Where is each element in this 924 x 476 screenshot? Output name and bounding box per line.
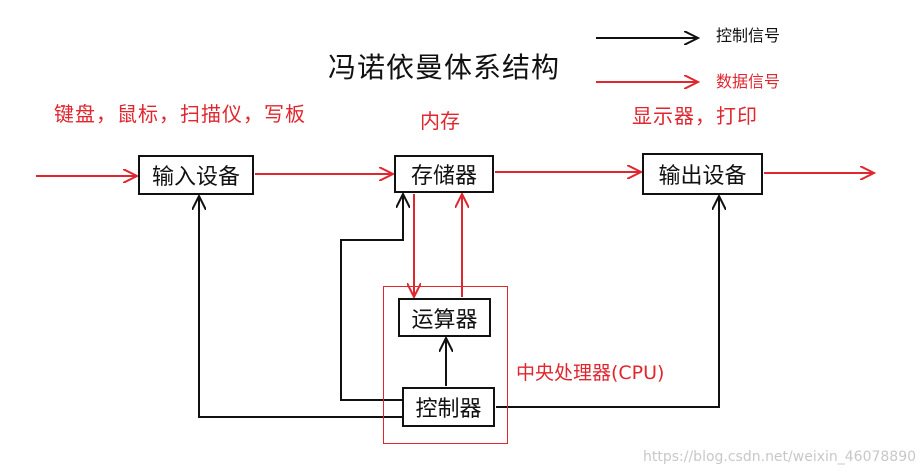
control-unit-node: 控制器 [402,387,495,427]
legend-control-label: 控制信号 [716,26,781,45]
output-device-node: 输出设备 [642,153,763,195]
memory-annotation: 内存 [420,109,460,133]
legend-data-label: 数据信号 [716,72,781,91]
input-devices-annotation: 键盘，鼠标，扫描仪，写板 [54,102,306,126]
alu-node: 运算器 [398,298,491,337]
output-devices-annotation: 显示器，打印 [632,104,758,128]
cpu-annotation: 中央处理器(CPU) [516,362,665,384]
memory-node: 存储器 [394,155,494,193]
control-arrow-control-to-memory [340,194,403,401]
diagram-title: 冯诺依曼体系结构 [328,51,561,84]
input-device-node: 输入设备 [138,155,254,195]
cpu-boundary [383,286,508,444]
control-arrow-control-to-output [496,196,719,408]
watermark: https://blog.csdn.net/weixin_46078890 [643,449,917,465]
control-arrow-control-to-input [199,196,402,418]
